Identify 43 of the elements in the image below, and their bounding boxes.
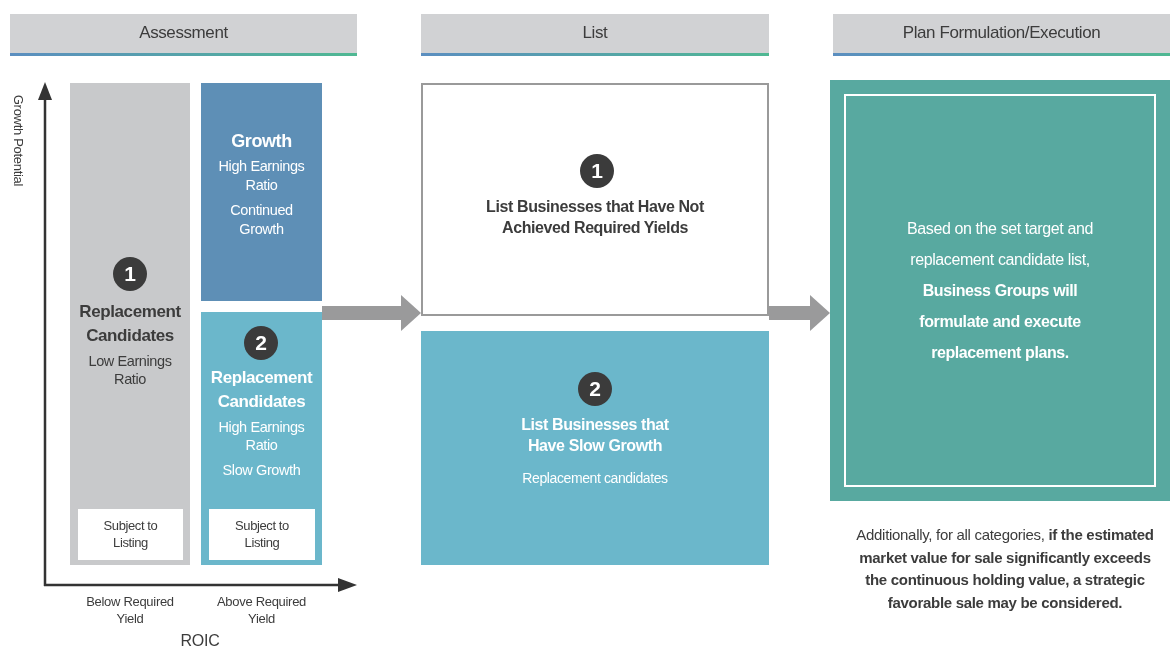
column-header — [833, 14, 1170, 56]
category-panel — [201, 83, 322, 301]
header-title: List — [582, 22, 608, 45]
number-badge — [113, 257, 147, 291]
badge-number: 2 — [589, 376, 601, 403]
category-description: Continued Growth — [229, 201, 294, 239]
block-arrow — [322, 295, 421, 331]
list-title: List Businesses that Have Slow Growth — [520, 415, 670, 456]
plan-text: Based on the set target and replacement candidate list, Business Groups will formulate and execute replacement plans. — [906, 218, 1094, 364]
tag-box — [209, 509, 315, 560]
category-description: Slow Growth — [222, 461, 301, 481]
category-title: Growth — [231, 130, 292, 153]
category-title: Replacement Candidates — [209, 367, 314, 413]
column-header — [10, 14, 357, 56]
list-box — [421, 83, 769, 316]
axis-category-label: Below Required Yield — [85, 594, 175, 628]
list-description: Replacement candidates — [522, 468, 668, 487]
category-title: Replacement Candidates — [78, 301, 182, 347]
header-title: Plan Formulation/Execution — [902, 22, 1101, 45]
category-description: Low Earnings Ratio — [87, 351, 173, 390]
note-text: Additionally, for all categories, if the estimated market value for sale significantly exceeds the continuous holding value, a strategic favorable sale may be considered. — [855, 525, 1155, 613]
category-panel — [70, 83, 190, 565]
list-box — [421, 331, 769, 565]
block-arrow — [769, 295, 830, 331]
number-badge — [580, 154, 614, 188]
category-description: High Earnings Ratio — [217, 157, 306, 196]
tag-box — [78, 509, 183, 560]
badge-number: 1 — [124, 261, 136, 288]
number-badge — [578, 372, 612, 406]
plan-box — [830, 80, 1170, 501]
category-panel — [201, 312, 322, 565]
column-header — [421, 14, 769, 56]
axis-title: ROIC — [179, 631, 221, 651]
tag-text: Subject to Listing — [234, 517, 290, 552]
badge-number: 1 — [591, 158, 603, 185]
number-badge — [244, 326, 278, 360]
category-description: High Earnings Ratio — [217, 417, 306, 456]
header-title: Assessment — [139, 22, 228, 45]
tag-text: Subject to Listing — [102, 517, 159, 552]
axis-title: Growth Potential — [10, 93, 27, 189]
badge-number: 2 — [255, 330, 267, 357]
list-title: List Businesses that Have Not Achieved Required Yields — [485, 197, 705, 238]
axis-category-label: Above Required Yield — [216, 594, 307, 628]
